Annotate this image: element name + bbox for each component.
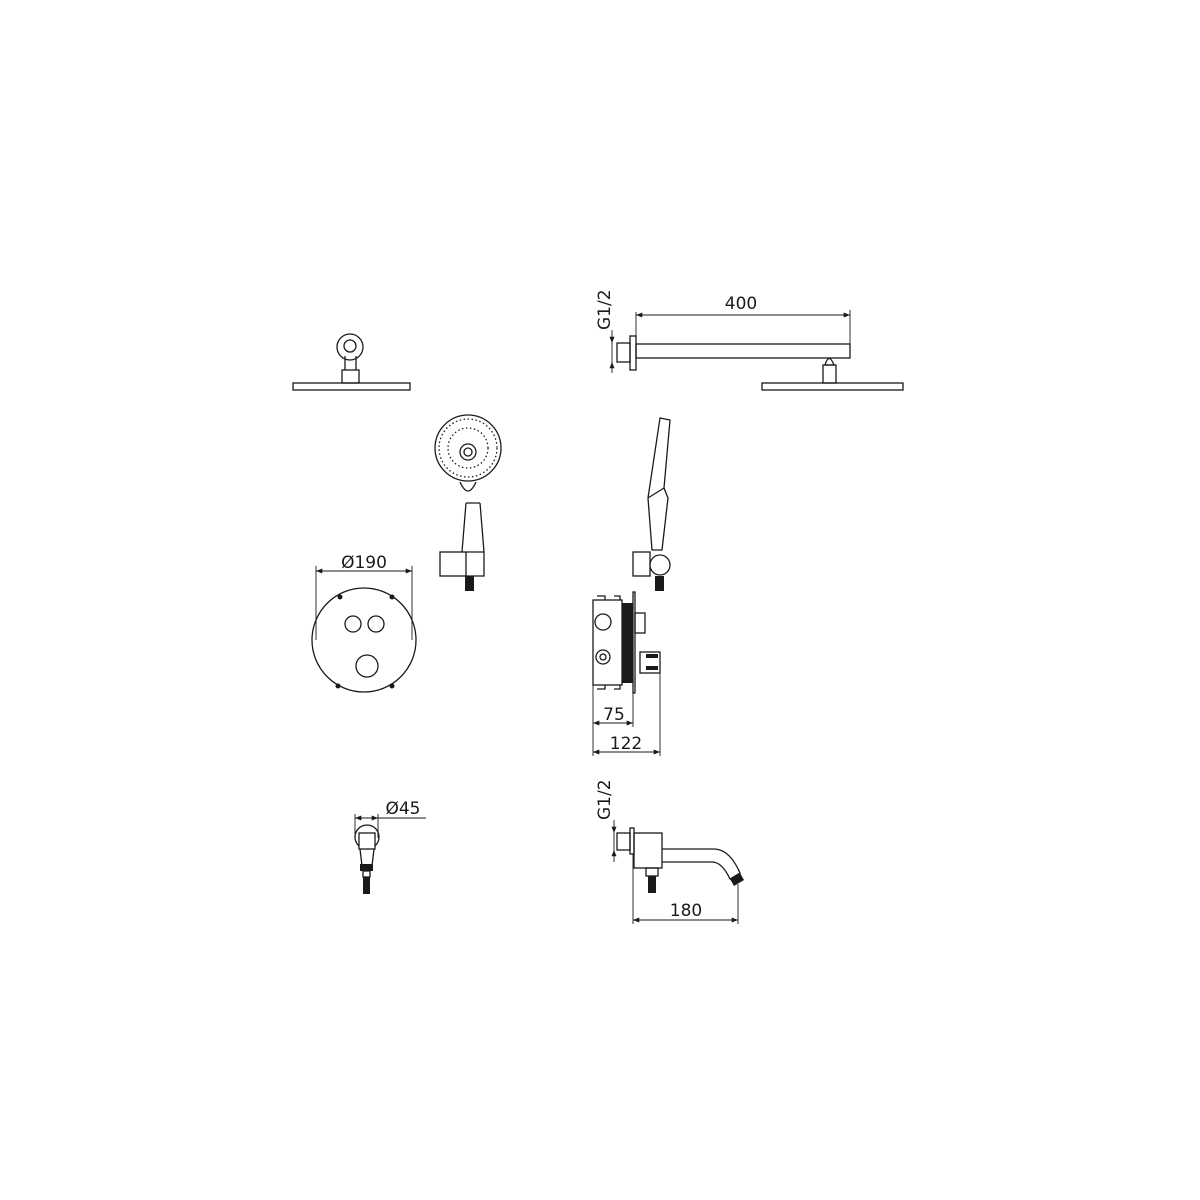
hand-shower-front-view (434, 414, 502, 591)
overhead-shower-front-view (292, 333, 411, 391)
spout-length-label: 180 (670, 901, 702, 921)
mixer-body-side-view: 75 122 (592, 591, 661, 756)
wall-outlet-diameter-label: Ø45 (385, 799, 420, 819)
hand-shower-side-view (632, 417, 671, 591)
overhead-shower-side-view: G1/2 400 (595, 289, 904, 391)
wall-outlet-view: Ø45 (354, 799, 426, 894)
shower-arm-length-label: 400 (725, 294, 757, 314)
mixer-total-depth-label: 122 (610, 734, 642, 754)
spout-thread-label: G1/2 (595, 779, 615, 820)
thermostat-plate-front-view: Ø190 (311, 553, 417, 693)
mixer-body-depth-label: 75 (603, 705, 625, 725)
bath-spout-side-view: G1/2 180 (595, 779, 744, 924)
thermostat-plate-diameter-label: Ø190 (341, 553, 387, 573)
shower-arm-thread-label: G1/2 (595, 289, 615, 330)
